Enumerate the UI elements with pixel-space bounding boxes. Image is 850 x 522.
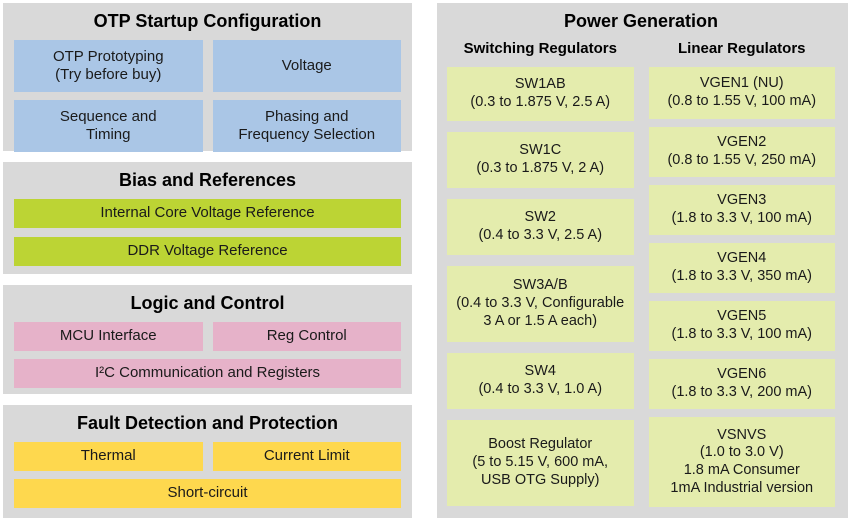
box-reg-control: Reg Control	[212, 322, 401, 351]
otp-boxes-grid: OTP Prototyping (Try before buy) Voltage…	[14, 40, 401, 152]
box-voltage: Voltage	[212, 40, 401, 92]
regulator-name: SW2	[524, 209, 556, 226]
regulator-detail: (0.4 to 3.3 V, Configurable 3 A or 1.5 A…	[456, 295, 625, 329]
section-title-logic-control: Logic and Control	[130, 293, 285, 313]
box-vgen2: VGEN2 (0.8 to 1.55 V, 250 mA)	[648, 127, 835, 177]
box-vgen4: VGEN4 (1.8 to 3.3 V, 350 mA)	[648, 243, 835, 293]
box-sw3ab: SW3A/B (0.4 to 3.3 V, Configurable 3 A o…	[447, 266, 634, 342]
left-panel: OTP Startup Configuration OTP Prototypin…	[3, 3, 412, 518]
linear-regulators-header: Linear Regulators	[677, 40, 806, 57]
section-title-fault-detection: Fault Detection and Protection	[76, 413, 339, 433]
box-i2c-communication-registers: I²C Communication and Registers	[14, 359, 401, 388]
regulator-name: VGEN2	[717, 134, 767, 151]
regulator-detail: (1.8 to 3.3 V, 200 mA)	[671, 384, 813, 400]
regulator-name: VSNVS	[717, 426, 767, 443]
regulator-name: Boost Regulator	[488, 436, 593, 453]
box-vgen1: VGEN1 (NU) (0.8 to 1.55 V, 100 mA)	[648, 67, 835, 119]
section-title-otp-startup: OTP Startup Configuration	[93, 11, 322, 31]
box-current-limit: Current Limit	[212, 442, 401, 471]
regulator-detail: (0.8 to 1.55 V, 100 mA)	[667, 93, 817, 109]
regulator-detail: (5 to 5.15 V, 600 mA, USB OTG Supply)	[472, 454, 609, 488]
regulator-detail: (0.4 to 3.3 V, 1.0 A)	[478, 381, 603, 397]
switching-regulators-column: SW1AB (0.3 to 1.875 V, 2.5 A) SW1C (0.3 …	[447, 67, 634, 507]
fault-boxes-grid: Thermal Current Limit	[14, 442, 401, 471]
regulator-detail: (0.3 to 1.875 V, 2 A)	[476, 160, 605, 176]
regulator-detail: (0.8 to 1.55 V, 250 mA)	[667, 152, 817, 168]
box-ddr-voltage-reference: DDR Voltage Reference	[14, 237, 401, 266]
box-vgen5: VGEN5 (1.8 to 3.3 V, 100 mA)	[648, 301, 835, 351]
regulator-columns: SW1AB (0.3 to 1.875 V, 2.5 A) SW1C (0.3 …	[447, 67, 835, 507]
box-internal-core-voltage-reference: Internal Core Voltage Reference	[14, 199, 401, 228]
regulator-name: VGEN4	[717, 250, 767, 267]
regulator-column-headers: Switching Regulators Linear Regulators	[447, 39, 835, 58]
section-logic-and-control: Logic and Control MCU Interface Reg Cont…	[3, 285, 412, 394]
box-sequence-and-timing: Sequence and Timing	[14, 100, 203, 152]
box-sw2: SW2 (0.4 to 3.3 V, 2.5 A)	[447, 199, 634, 255]
regulator-name: SW4	[524, 363, 556, 380]
regulator-detail: (0.4 to 3.3 V, 2.5 A)	[478, 227, 603, 243]
regulator-name: SW1AB	[514, 76, 566, 93]
regulator-name: SW1C	[519, 142, 562, 159]
regulator-detail: (1.0 to 3.0 V) 1.8 mA Consumer 1mA Indus…	[670, 444, 814, 496]
regulator-name: VGEN1 (NU)	[699, 75, 784, 92]
regulator-detail: (1.8 to 3.3 V, 100 mA)	[671, 326, 813, 342]
logic-boxes-grid: MCU Interface Reg Control	[14, 322, 401, 351]
power-generation-panel: Power Generation Switching Regulators Li…	[437, 3, 848, 518]
box-boost-regulator: Boost Regulator (5 to 5.15 V, 600 mA, US…	[447, 420, 634, 506]
box-sw1ab: SW1AB (0.3 to 1.875 V, 2.5 A)	[447, 67, 634, 121]
box-vgen6: VGEN6 (1.8 to 3.3 V, 200 mA)	[648, 359, 835, 409]
section-bias-and-references: Bias and References Internal Core Voltag…	[3, 162, 412, 274]
regulator-detail: (1.8 to 3.3 V, 100 mA)	[671, 210, 813, 226]
regulator-name: VGEN5	[717, 308, 767, 325]
section-fault-detection-protection: Fault Detection and Protection Thermal C…	[3, 405, 412, 518]
regulator-name: SW3A/B	[512, 277, 568, 294]
box-otp-prototyping: OTP Prototyping (Try before buy)	[14, 40, 203, 92]
box-phasing-frequency-selection: Phasing and Frequency Selection	[212, 100, 401, 152]
bias-boxes-stack: Internal Core Voltage Reference DDR Volt…	[14, 199, 401, 266]
box-short-circuit: Short-circuit	[14, 479, 401, 508]
box-vsnvs: VSNVS (1.0 to 3.0 V) 1.8 mA Consumer 1mA…	[648, 417, 835, 507]
box-sw4: SW4 (0.4 to 3.3 V, 1.0 A)	[447, 353, 634, 409]
box-vgen3: VGEN3 (1.8 to 3.3 V, 100 mA)	[648, 185, 835, 235]
section-title-bias-references: Bias and References	[118, 170, 297, 190]
box-thermal: Thermal	[14, 442, 203, 471]
power-generation-title: Power Generation	[563, 11, 719, 31]
box-mcu-interface: MCU Interface	[14, 322, 203, 351]
regulator-detail: (1.8 to 3.3 V, 350 mA)	[671, 268, 813, 284]
switching-regulators-header: Switching Regulators	[463, 40, 617, 57]
section-otp-startup-configuration: OTP Startup Configuration OTP Prototypin…	[3, 3, 412, 152]
regulator-name: VGEN6	[717, 366, 767, 383]
box-sw1c: SW1C (0.3 to 1.875 V, 2 A)	[447, 132, 634, 188]
regulator-name: VGEN3	[717, 192, 767, 209]
linear-regulators-column: VGEN1 (NU) (0.8 to 1.55 V, 100 mA) VGEN2…	[648, 67, 835, 507]
regulator-detail: (0.3 to 1.875 V, 2.5 A)	[470, 94, 611, 110]
